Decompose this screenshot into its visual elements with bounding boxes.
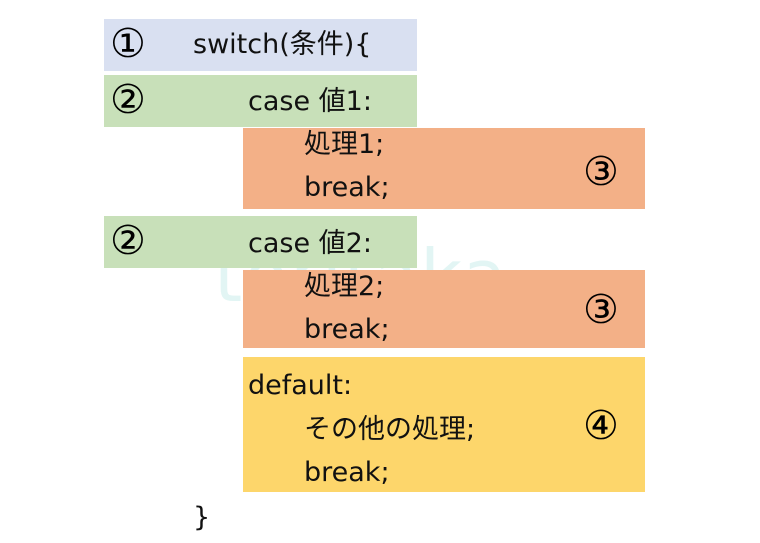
default-process-text: その他の処理;	[304, 414, 476, 445]
closing-brace: }	[193, 502, 211, 533]
break-3-text: break;	[304, 457, 390, 488]
case-2-label: case 値2:	[248, 228, 372, 259]
default-block	[243, 357, 645, 492]
case-1-block	[104, 75, 417, 127]
label-2-first: ②	[110, 77, 146, 123]
process-2-text: 処理2;	[304, 271, 385, 302]
case-1-label: case 値1:	[248, 86, 372, 117]
switch-block	[104, 19, 417, 71]
break-1-text: break;	[304, 172, 390, 203]
case-2-block	[104, 216, 417, 268]
label-4: ④	[583, 403, 619, 449]
label-3-first: ③	[583, 149, 619, 195]
label-1: ①	[110, 21, 146, 67]
process-1-block	[243, 128, 645, 209]
break-2-text: break;	[304, 314, 390, 345]
default-label: default:	[248, 370, 353, 401]
process-2-block	[243, 270, 645, 348]
switch-statement: switch(条件){	[193, 29, 372, 60]
label-2-second: ②	[110, 218, 146, 264]
process-1-text: 処理1;	[304, 129, 385, 160]
label-3-second: ③	[583, 287, 619, 333]
